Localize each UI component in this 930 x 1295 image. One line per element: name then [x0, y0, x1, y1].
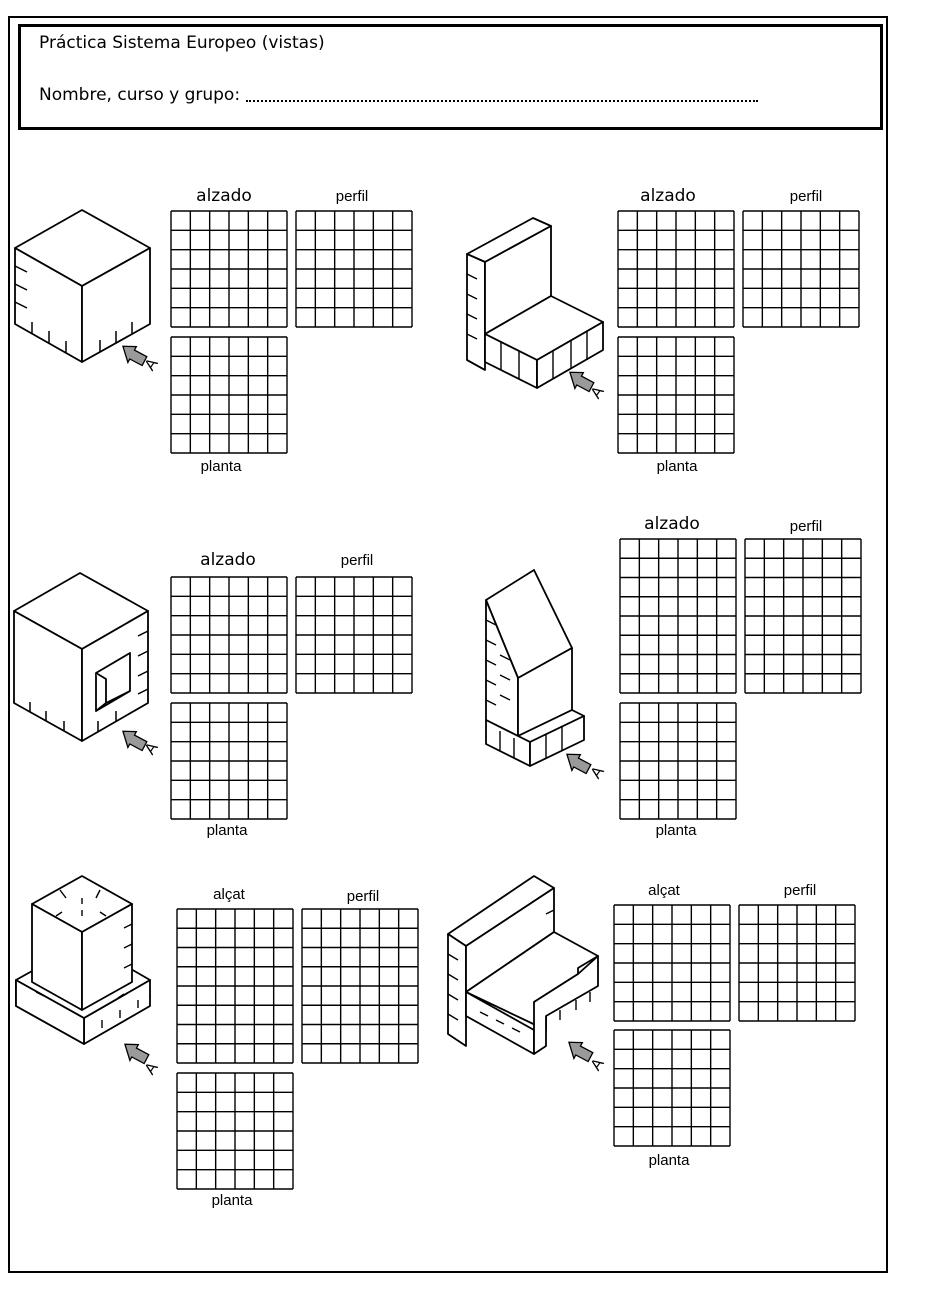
- arrow-a-icon: [122, 345, 148, 367]
- grid-perfil[interactable]: [744, 538, 862, 694]
- label-planta: planta: [206, 822, 248, 839]
- name-course-group-label: Nombre, curso y grupo:: [39, 85, 241, 105]
- grid-alzado[interactable]: [176, 908, 294, 1064]
- figure-l-shape: [455, 210, 625, 400]
- label-planta: planta: [200, 458, 242, 475]
- label-perfil: perfil: [340, 552, 374, 569]
- grid-planta[interactable]: [617, 336, 735, 454]
- grid-perfil[interactable]: [738, 904, 856, 1022]
- figure-cube-window: [0, 565, 170, 755]
- grid-alzado[interactable]: [170, 576, 288, 694]
- label-alzado: alzado: [644, 514, 700, 534]
- grid-planta[interactable]: [613, 1029, 731, 1147]
- grid-perfil[interactable]: [295, 576, 413, 694]
- grid-planta[interactable]: [170, 702, 288, 820]
- label-planta: planta: [655, 822, 697, 839]
- label-alzado: alzado: [640, 186, 696, 206]
- figure-column-on-base: [0, 870, 170, 1065]
- label-planta: planta: [211, 1192, 253, 1209]
- page-border: [8, 16, 888, 1273]
- label-perfil: perfil: [335, 188, 369, 205]
- grid-planta[interactable]: [176, 1072, 294, 1190]
- label-perfil: perfil: [783, 882, 817, 899]
- label-alzado: alçat: [213, 886, 245, 903]
- figure-cube: [0, 200, 170, 380]
- grid-alzado[interactable]: [613, 904, 731, 1022]
- label-perfil: perfil: [789, 188, 823, 205]
- label-planta: planta: [656, 458, 698, 475]
- arrow-a-icon: [566, 753, 592, 775]
- arrow-a-icon: [568, 1041, 594, 1063]
- arrow-a-icon: [122, 730, 148, 752]
- grid-perfil[interactable]: [742, 210, 860, 328]
- grid-alzado[interactable]: [619, 538, 737, 694]
- figure-t-shape: [440, 870, 610, 1070]
- header-box: Práctica Sistema Europeo (vistas) Nombre…: [18, 24, 883, 130]
- arrow-a-icon: [569, 371, 595, 393]
- grid-planta[interactable]: [619, 702, 737, 820]
- grid-perfil[interactable]: [295, 210, 413, 328]
- grid-alzado[interactable]: [170, 210, 288, 328]
- label-perfil: perfil: [789, 518, 823, 535]
- worksheet-title: Práctica Sistema Europeo (vistas): [39, 33, 325, 53]
- grid-alzado[interactable]: [617, 210, 735, 328]
- figure-sloped-block: [470, 560, 620, 780]
- grid-perfil[interactable]: [301, 908, 419, 1064]
- label-alzado: alzado: [196, 186, 252, 206]
- label-alzado: alçat: [648, 882, 680, 899]
- label-perfil: perfil: [346, 888, 380, 905]
- grid-planta[interactable]: [170, 336, 288, 454]
- label-planta: planta: [648, 1152, 690, 1169]
- arrow-a-icon: [124, 1043, 150, 1065]
- label-alzado: alzado: [200, 550, 256, 570]
- name-answer-line[interactable]: [246, 100, 758, 102]
